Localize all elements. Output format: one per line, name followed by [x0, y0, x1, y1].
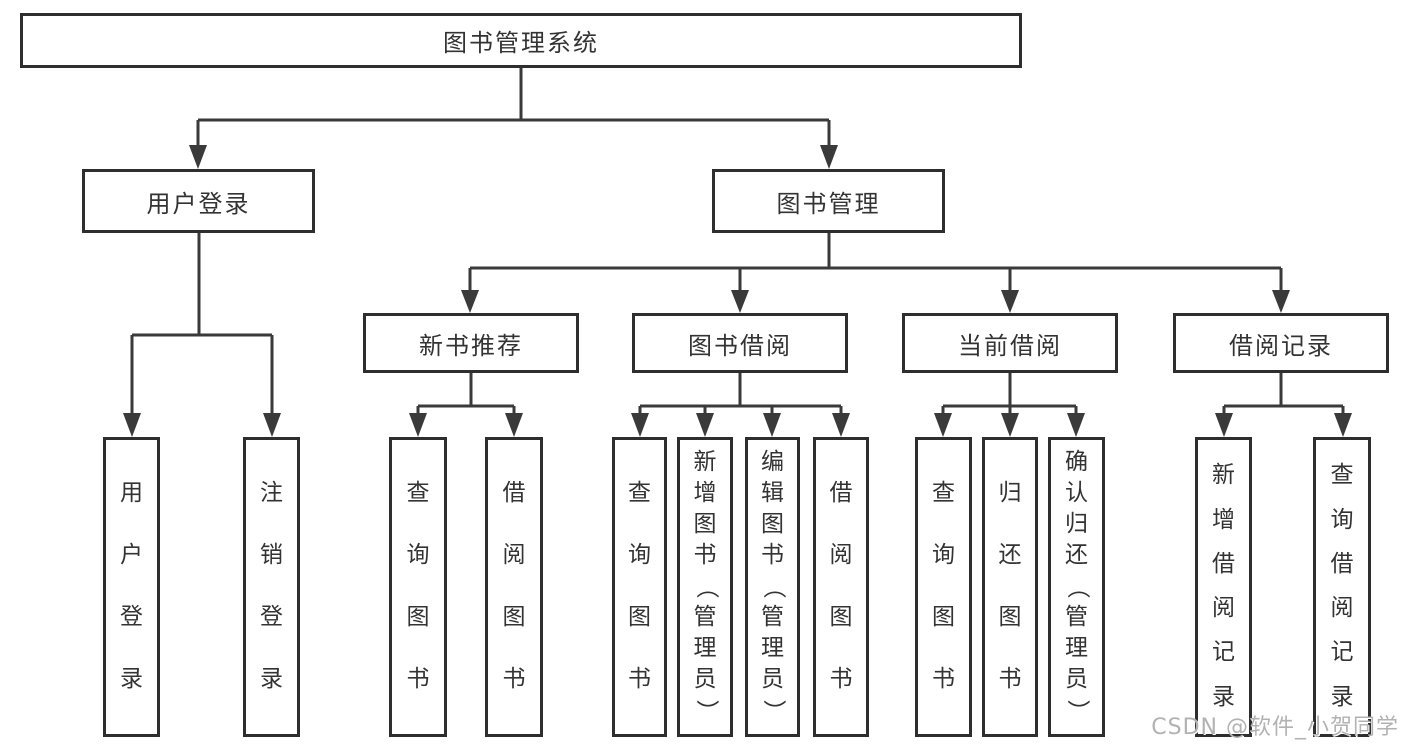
node-confirm-return-admin: 确认归还（管理员） — [1048, 437, 1105, 737]
node-query-books-recommend: 查询图书 — [389, 437, 447, 737]
node-query-books-current: 查询图书 — [915, 437, 972, 737]
node-label: 借阅记录 — [1229, 331, 1333, 360]
node-label: 确认归还（管理员） — [1064, 449, 1091, 723]
node-query-borrow-record: 查询借阅记录 — [1313, 437, 1371, 737]
node-label: 新增借阅记录 — [1212, 462, 1235, 710]
node-return-books: 归还图书 — [982, 437, 1038, 737]
node-label: 新增图书（管理员） — [693, 449, 719, 723]
node-logout-login: 注销登录 — [243, 437, 300, 737]
arrowheads — [123, 145, 1352, 437]
connector-segments — [130, 68, 1345, 414]
node-add-books-admin: 新增图书（管理员） — [677, 437, 733, 737]
node-book-borrow: 图书借阅 — [632, 313, 848, 373]
node-label: 注销登录 — [260, 480, 283, 692]
node-add-borrow-record: 新增借阅记录 — [1195, 437, 1252, 737]
node-current-borrow: 当前借阅 — [902, 313, 1118, 373]
node-label: 归还图书 — [998, 480, 1022, 692]
node-label: 新书推荐 — [419, 331, 523, 360]
node-borrow-books-recommend: 借阅图书 — [485, 437, 543, 737]
node-edit-books-admin: 编辑图书（管理员） — [745, 437, 800, 737]
node-label: 查询图书 — [406, 480, 430, 692]
node-label: 用户登录 — [120, 480, 143, 692]
node-label: 借阅图书 — [502, 480, 526, 692]
node-user-login: 用户登录 — [82, 169, 315, 233]
node-label: 图书管理 — [776, 189, 881, 218]
node-borrow-books-leaf: 借阅图书 — [813, 437, 869, 737]
node-user-login-leaf: 用户登录 — [103, 437, 160, 737]
node-label: 查询借阅记录 — [1330, 462, 1354, 710]
csdn-watermark: CSDN @软件_小贺同学 — [1151, 715, 1399, 740]
node-book-management: 图书管理 — [712, 169, 945, 233]
node-label: 借阅图书 — [829, 480, 853, 692]
node-label: 当前借阅 — [958, 331, 1062, 360]
node-label: 图书管理系统 — [443, 29, 599, 57]
node-label: 图书借阅 — [688, 331, 792, 360]
node-label: 用户登录 — [146, 189, 251, 218]
node-label: 编辑图书（管理员） — [760, 449, 787, 723]
node-borrow-records: 借阅记录 — [1173, 313, 1389, 373]
node-new-book-recommend: 新书推荐 — [363, 313, 579, 373]
node-library-management-system: 图书管理系统 — [20, 13, 1022, 68]
node-label: 查询图书 — [628, 480, 651, 692]
node-query-books-borrow: 查询图书 — [612, 437, 667, 737]
node-label: 查询图书 — [932, 480, 955, 692]
